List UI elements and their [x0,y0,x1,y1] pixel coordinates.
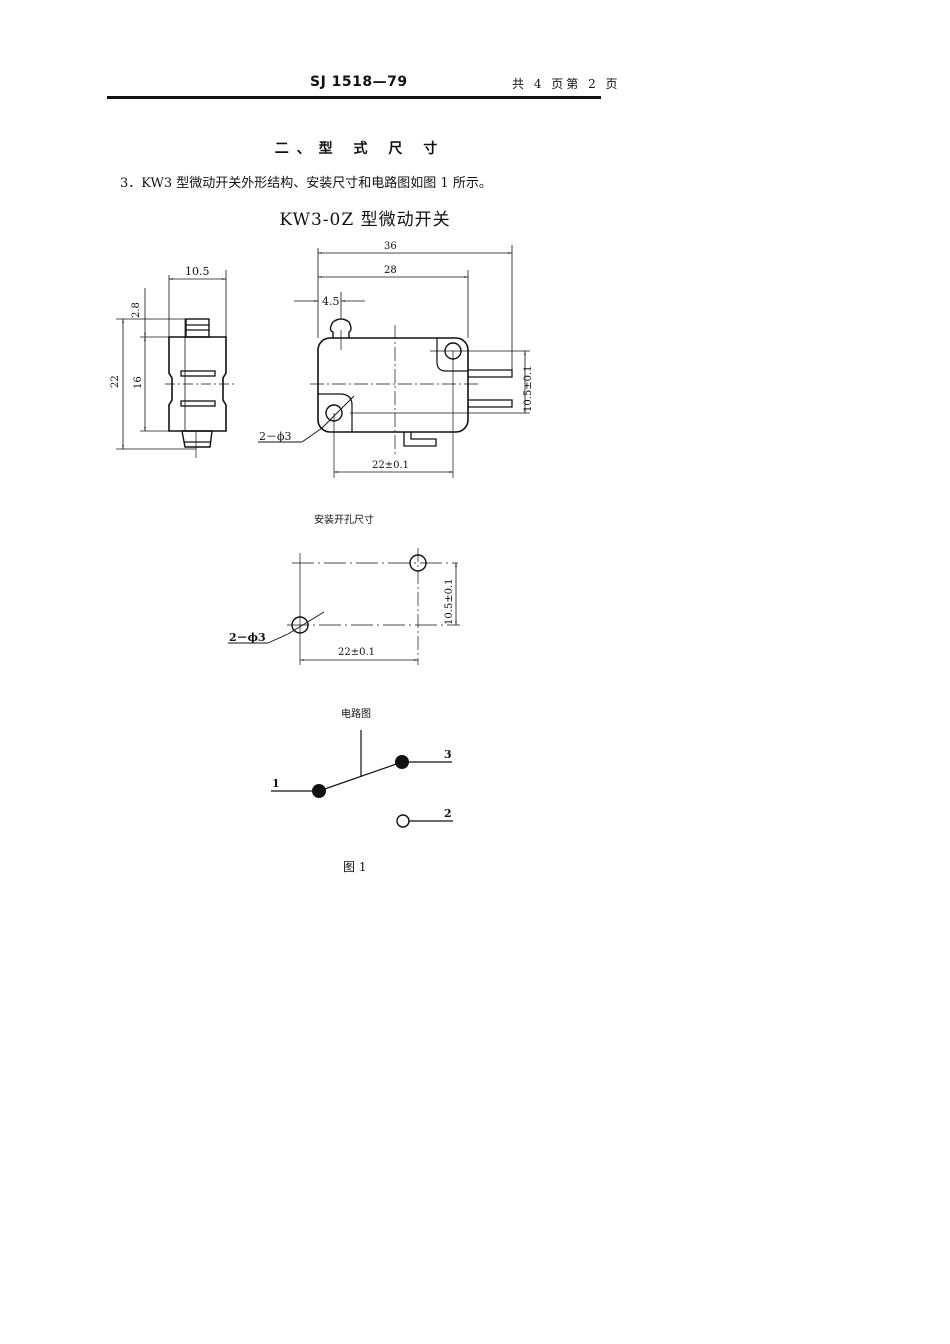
terminal-2-label: 2 [444,807,452,820]
standard-code: SJ 1518—79 [310,74,408,90]
section-paragraph: 3．KW3 型微动开关外形结构、安装尺寸和电路图如图 1 所示。 [120,176,492,191]
front-view-drawing [258,245,530,478]
mounting-labels: 安装开孔尺寸 10.5±0.1 22±0.1 2－ϕ3 [229,513,455,658]
front-view-labels: 36 28 4.5 10.5±0.1 22±0.1 2－ϕ3 [259,241,534,471]
mount-dim-10-5: 10.5±0.1 [444,578,455,625]
dim-2-8: 2.8 [131,302,142,318]
circuit-caption: 电路图 [341,707,371,720]
dim-22: 22 [110,375,121,388]
side-view-drawing [116,270,235,458]
circuit-diagram [271,730,453,828]
dim-10-5-tol: 10.5±0.1 [523,365,534,412]
mount-hole-label: 2－ϕ3 [229,631,266,644]
circuit-labels: 电路图 1 3 2 图 1 [272,707,452,874]
figure-label: 图 1 [343,860,366,874]
hole-label: 2－ϕ3 [259,430,292,443]
terminal-1-label: 1 [272,777,280,790]
dim-4-5: 4.5 [322,295,340,308]
figure-title: KW3-0Z 型微动开关 [279,210,451,230]
dim-10-5: 10.5 [185,265,210,278]
side-view-labels: 10.5 2.8 22 16 [110,265,210,389]
dim-28: 28 [384,265,397,276]
header-rule [107,96,601,99]
terminal-3-label: 3 [444,748,452,761]
dim-16: 16 [133,376,144,389]
section-title: 二、型 式 尺 寸 [274,141,446,157]
mount-dim-22: 22±0.1 [338,647,375,658]
dim-22-tol: 22±0.1 [372,460,409,471]
page-info: 共 4 页第 2 页 [512,77,621,91]
dim-36: 36 [384,241,397,252]
mounting-caption: 安装开孔尺寸 [314,513,374,526]
mounting-hole-drawing [228,548,460,665]
